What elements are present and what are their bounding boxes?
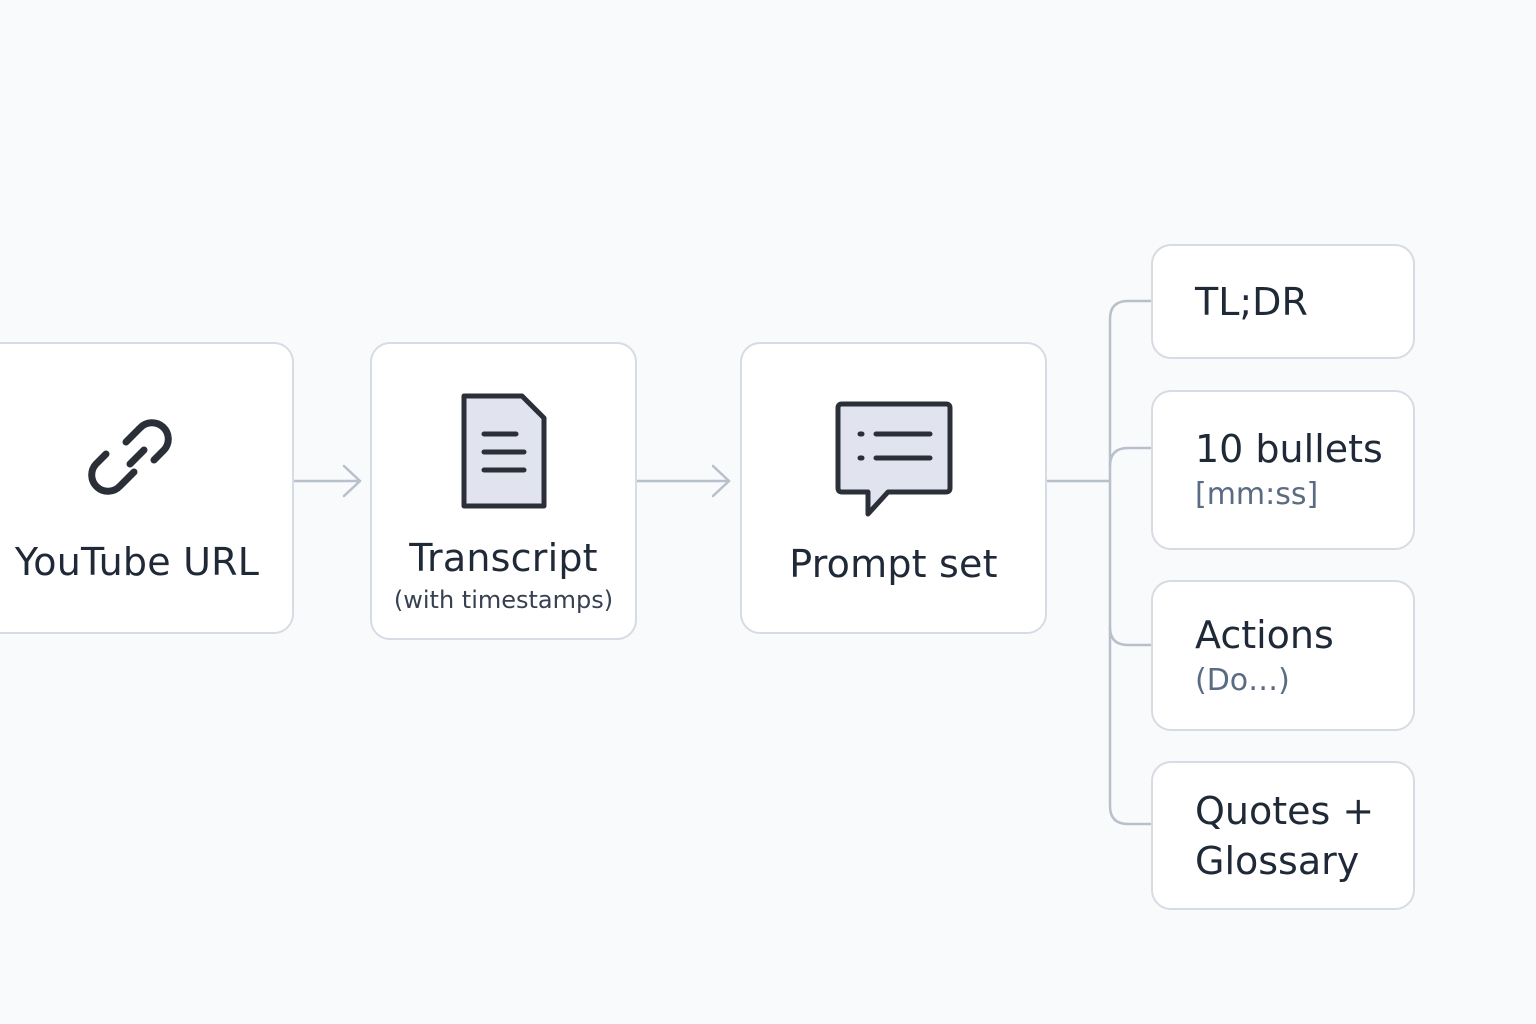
node-youtube-url: YouTube URL [0, 342, 294, 634]
node-prompt-set: Prompt set [740, 342, 1047, 634]
output-sublabel: (Do…) [1195, 662, 1290, 698]
fanout-trunk [1108, 299, 1153, 826]
node-label: Prompt set [789, 542, 998, 586]
node-label: Transcript [409, 536, 598, 580]
arrowhead-url-to-transcript [342, 464, 362, 498]
output-label-line2: Glossary [1195, 838, 1360, 883]
output-tldr: TL;DR [1151, 244, 1415, 359]
output-10-bullets: 10 bullets [mm:ss] [1151, 390, 1415, 550]
output-label: Quotes + [1195, 788, 1375, 833]
output-sublabel: [mm:ss] [1195, 477, 1319, 512]
output-label: TL;DR [1195, 279, 1308, 324]
output-label: Actions [1195, 612, 1334, 657]
output-actions: Actions (Do…) [1151, 580, 1415, 731]
node-label: YouTube URL [14, 540, 260, 584]
fanout-branch-bullets [1108, 446, 1153, 468]
document-icon [461, 393, 546, 509]
output-quotes-glossary: Quotes + Glossary [1151, 761, 1415, 910]
output-label: 10 bullets [1195, 427, 1383, 471]
arrowhead-transcript-to-prompt [711, 464, 731, 498]
chat-list-icon [835, 401, 952, 517]
link-icon [88, 419, 172, 495]
node-transcript: Transcript (with timestamps) [370, 342, 637, 640]
node-sublabel: (with timestamps) [393, 586, 614, 614]
fanout-branch-actions [1108, 625, 1153, 647]
